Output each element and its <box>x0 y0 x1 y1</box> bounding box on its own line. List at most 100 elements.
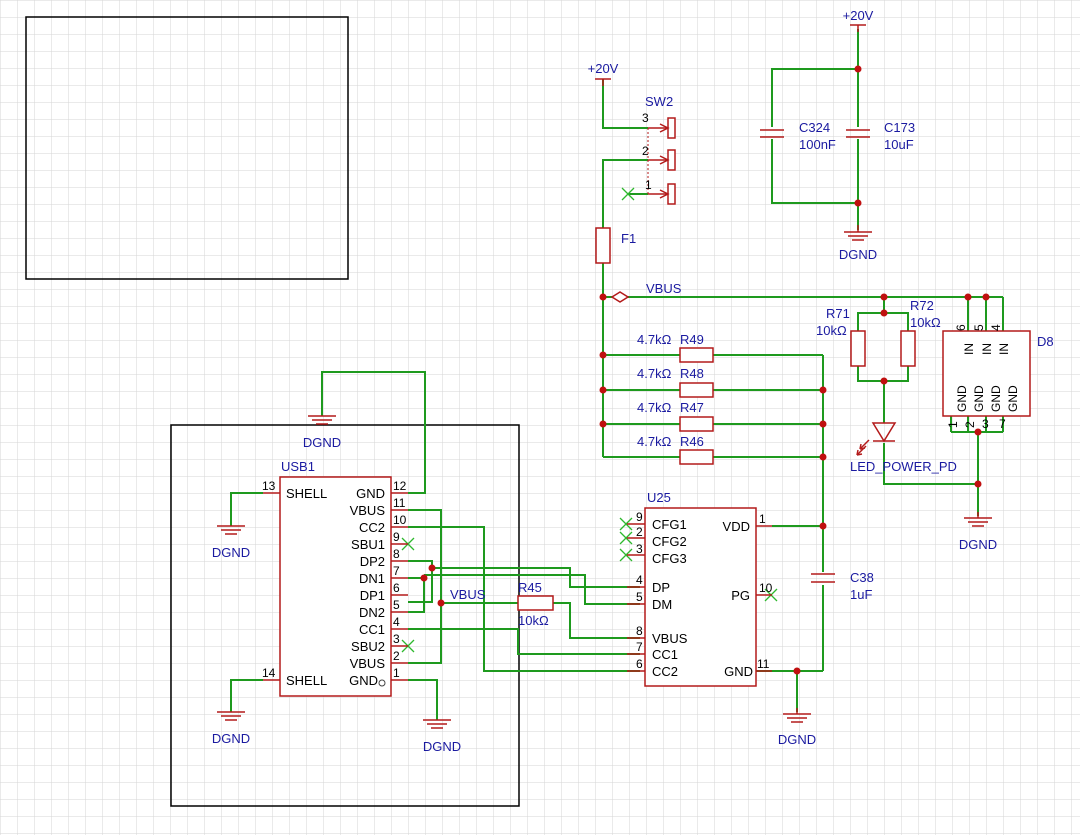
u25-pin-name-gnd: GND <box>724 664 753 679</box>
ground-u25: DGND <box>778 708 816 747</box>
net-label-dgnd-shell13: DGND <box>212 545 250 560</box>
c38-value: 1uF <box>850 587 872 602</box>
connector-usb1: USB1 13 SHELL 14 SHELL GND VBUS CC2 SBU1… <box>262 459 408 697</box>
resistor-r71: R71 10kΩ <box>816 306 866 367</box>
usb1-pin-num-13: 13 <box>262 479 276 493</box>
junctions <box>420 65 990 675</box>
resistor-r49: 4.7kΩ R49 <box>637 332 714 363</box>
d8-top-num-5: 5 <box>972 324 986 331</box>
sw2-pin-2: 2 <box>642 144 649 158</box>
u25-pin-name-vdd: VDD <box>723 519 750 534</box>
usb1-pin-num-10: 10 <box>393 513 407 527</box>
u25-pin-name-pg: PG <box>731 588 750 603</box>
capacitor-c38: C38 1uF <box>811 570 874 602</box>
capacitor-c173: C173 10uF <box>846 120 915 152</box>
u25-ref: U25 <box>647 490 671 505</box>
d8-bottom-name-3: GND <box>989 385 1003 412</box>
d8-ref: D8 <box>1037 334 1054 349</box>
c173-value: 10uF <box>884 137 914 152</box>
usb1-pin-num-3: 3 <box>393 632 400 646</box>
u25-pin-name-cfg2: CFG2 <box>652 534 687 549</box>
usb1-pin-name-12: GND <box>356 486 385 501</box>
ground-usb-gnd1: DGND <box>423 719 461 754</box>
sw2-pin-1: 1 <box>645 178 652 192</box>
d8-bottom-name-1: GND <box>955 385 969 412</box>
u25-pin-num-6: 6 <box>636 657 643 671</box>
r72-value: 10kΩ <box>910 315 941 330</box>
vbus-net-flag: VBUS <box>610 281 682 303</box>
net-label-v20: +20V <box>588 61 619 76</box>
r49-ref: R49 <box>680 332 704 347</box>
u25-pin-num-5: 5 <box>636 590 643 604</box>
resistor-r46: 4.7kΩ R46 <box>637 434 714 465</box>
u25-pin-name-dp: DP <box>652 580 670 595</box>
usb1-pin-num-8: 8 <box>393 547 400 561</box>
net-label-dgnd-shell14: DGND <box>212 731 250 746</box>
c173-ref: C173 <box>884 120 915 135</box>
usb1-pin-num-14: 14 <box>262 666 276 680</box>
usb1-pin-num-7: 7 <box>393 564 400 578</box>
d8-top-name-4: IN <box>997 343 1011 355</box>
f1-ref: F1 <box>621 231 636 246</box>
u25-pin-num-3: 3 <box>636 542 643 556</box>
ground-caps: DGND <box>839 225 877 262</box>
u25-pin-num-7: 7 <box>636 640 643 654</box>
r47-value: 4.7kΩ <box>637 400 672 415</box>
sw2-switch: SW2 3 2 1 <box>642 94 676 205</box>
usb1-pin-num-1: 1 <box>393 666 400 680</box>
usb1-pin-name-3: SBU2 <box>351 639 385 654</box>
usb-frame <box>170 424 520 807</box>
d8-bottom-name-7: GND <box>1006 385 1020 412</box>
usb1-pin-name-7: DN1 <box>359 571 385 586</box>
u25-pin-num-4: 4 <box>636 573 643 587</box>
u25-pin-name-cc2: CC2 <box>652 664 678 679</box>
led-power-pd: LED_POWER_PD <box>850 422 957 474</box>
u25-pin-num-10: 10 <box>759 581 773 595</box>
u25-pin-num-8: 8 <box>636 624 643 638</box>
c324-value: 100nF <box>799 137 836 152</box>
u25-pin-num-11: 11 <box>757 657 770 671</box>
r71-value: 10kΩ <box>816 323 847 338</box>
net-label-vbus: VBUS <box>646 281 682 296</box>
usb1-pin-num-11: 11 <box>393 496 406 510</box>
net-label-vbus-usb: VBUS <box>450 587 486 602</box>
usb1-pin-num-4: 4 <box>393 615 400 629</box>
usb1-pin-name-6: DP1 <box>360 588 385 603</box>
usb1-pin-name-5: DN2 <box>359 605 385 620</box>
net-label-dgnd-caps: DGND <box>839 247 877 262</box>
empty-frame <box>25 16 349 280</box>
r46-ref: R46 <box>680 434 704 449</box>
net-label-dgnd-usb-top: DGND <box>303 435 341 450</box>
usb1-pin-name-1: GND <box>349 673 378 688</box>
usb1-pin-name-4: CC1 <box>359 622 385 637</box>
usb1-pin-name-10: CC2 <box>359 520 385 535</box>
r49-value: 4.7kΩ <box>637 332 672 347</box>
usb1-pin-name-9: SBU1 <box>351 537 385 552</box>
u25-pin-num-9: 9 <box>636 510 643 524</box>
usb1-pin-num-6: 6 <box>393 581 400 595</box>
c38-ref: C38 <box>850 570 874 585</box>
usb1-pin-num-9: 9 <box>393 530 400 544</box>
d8-top-num-6: 6 <box>954 324 968 331</box>
d8-bottom-name-2: GND <box>972 385 986 412</box>
ic-d8: D8 IN IN IN 6 5 4 GND GND GND GND 1 2 3 … <box>942 324 1054 431</box>
r48-value: 4.7kΩ <box>637 366 672 381</box>
capacitor-c324: C324 100nF <box>760 120 836 152</box>
net-label-dgnd-u25: DGND <box>778 732 816 747</box>
power-v20-caps: +20V <box>843 8 874 32</box>
net-label-v20-caps: +20V <box>843 8 874 23</box>
c324-ref: C324 <box>799 120 830 135</box>
u25-pin-name-cfg3: CFG3 <box>652 551 687 566</box>
ground-d8: DGND <box>959 512 997 552</box>
r45-value: 10kΩ <box>518 613 549 628</box>
resistor-r47: 4.7kΩ R47 <box>637 400 714 432</box>
usb1-pin-num-12: 12 <box>393 479 407 493</box>
usb1-ref: USB1 <box>281 459 315 474</box>
sw2-ref: SW2 <box>645 94 673 109</box>
usb1-pin-name-shell14: SHELL <box>286 673 327 688</box>
resistor-r48: 4.7kΩ R48 <box>637 366 714 398</box>
net-label-dgnd-gnd1: DGND <box>423 739 461 754</box>
usb1-pin-num-2: 2 <box>393 649 400 663</box>
